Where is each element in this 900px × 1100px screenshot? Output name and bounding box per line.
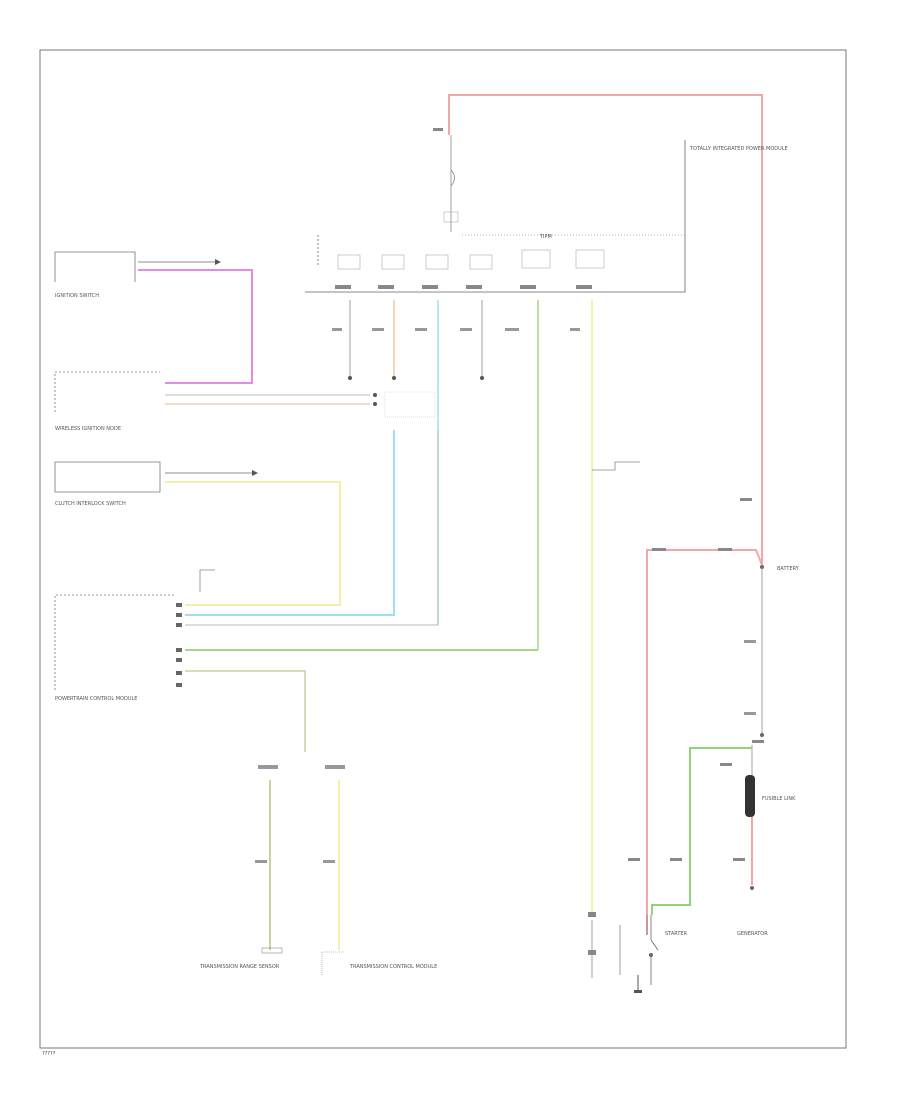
ignition-switch: IGNITION SWITCH — [54, 251, 136, 299]
svg-text:TIPM: TIPM — [539, 234, 552, 240]
transmission-range-sensor: TRANSMISSION RANGE SENSOR — [199, 947, 283, 970]
pcm-ground-splice — [199, 569, 215, 592]
figure-id: ????? — [42, 1051, 56, 1057]
clutch-interlock-switch: CLUTCH INTERLOCK SWITCH — [54, 461, 161, 507]
tipm-connector-marks — [335, 285, 592, 289]
fuse-4 — [469, 254, 493, 270]
starter-motor: STARTER — [646, 915, 688, 985]
diagram-frame — [39, 49, 847, 1049]
ignition-ground-arrow — [215, 259, 221, 265]
fuse-3 — [425, 254, 449, 270]
tipm-branch-marks — [332, 328, 580, 331]
tipm-fuse-row — [337, 249, 605, 270]
starter-label: STARTER — [665, 931, 688, 937]
powertrain-control-module-label: POWERTRAIN CONTROL MODULE — [55, 696, 137, 702]
fuse-2 — [381, 254, 405, 270]
generator-label: GENERATOR — [737, 931, 768, 937]
battery-to-generator — [733, 745, 755, 890]
battery-label: BATTERY — [777, 566, 800, 572]
wireless-ignition-node: WIRELESS IGNITION NODE — [54, 371, 160, 432]
wire-clutch-signal — [165, 481, 341, 606]
battery-positive-post — [744, 565, 764, 737]
starter-ground — [619, 925, 642, 993]
tipm-splice — [384, 391, 436, 418]
starter-control-splice — [592, 461, 640, 471]
clutch-interlock-switch-label: CLUTCH INTERLOCK SWITCH — [55, 501, 126, 507]
tipm-label: TOTALLY INTEGRATED POWER MODULE — [689, 146, 788, 152]
ignition-switch-label: IGNITION SWITCH — [55, 293, 99, 299]
pcm-pins — [176, 603, 182, 687]
transmission-control-module: TRANSMISSION CONTROL MODULE — [321, 951, 437, 975]
fuse-5 — [521, 249, 551, 269]
wire-transmission-signal-1 — [185, 670, 306, 752]
wireless-ignition-node-label: WIRELESS IGNITION NODE — [55, 426, 121, 432]
fusible-link-label: FUSIBLE LINK — [762, 796, 796, 802]
powertrain-control-module: POWERTRAIN CONTROL MODULE — [54, 594, 175, 702]
battery-feed-marks — [433, 128, 752, 861]
wire-crank-input — [185, 430, 439, 626]
transmission-wire-marks — [255, 765, 345, 863]
wire-crank-output — [185, 430, 395, 616]
wire-generator-feed — [651, 747, 752, 915]
tipm-branch-wires — [349, 300, 593, 915]
wire-ignition-switch-sense — [138, 269, 253, 384]
wire-battery-feed — [448, 94, 763, 935]
tipm-feed — [443, 135, 459, 232]
fusible-link-icon — [745, 775, 755, 817]
starter-relay-connector — [588, 912, 596, 978]
fuse-1 — [337, 254, 361, 270]
tipm-branch-terminals — [348, 376, 484, 380]
tipm-block: TIPM — [305, 140, 686, 293]
transmission-control-module-label: TRANSMISSION CONTROL MODULE — [349, 964, 437, 970]
fuse-6 — [575, 249, 605, 269]
transmission-range-sensor-label: TRANSMISSION RANGE SENSOR — [199, 964, 280, 970]
